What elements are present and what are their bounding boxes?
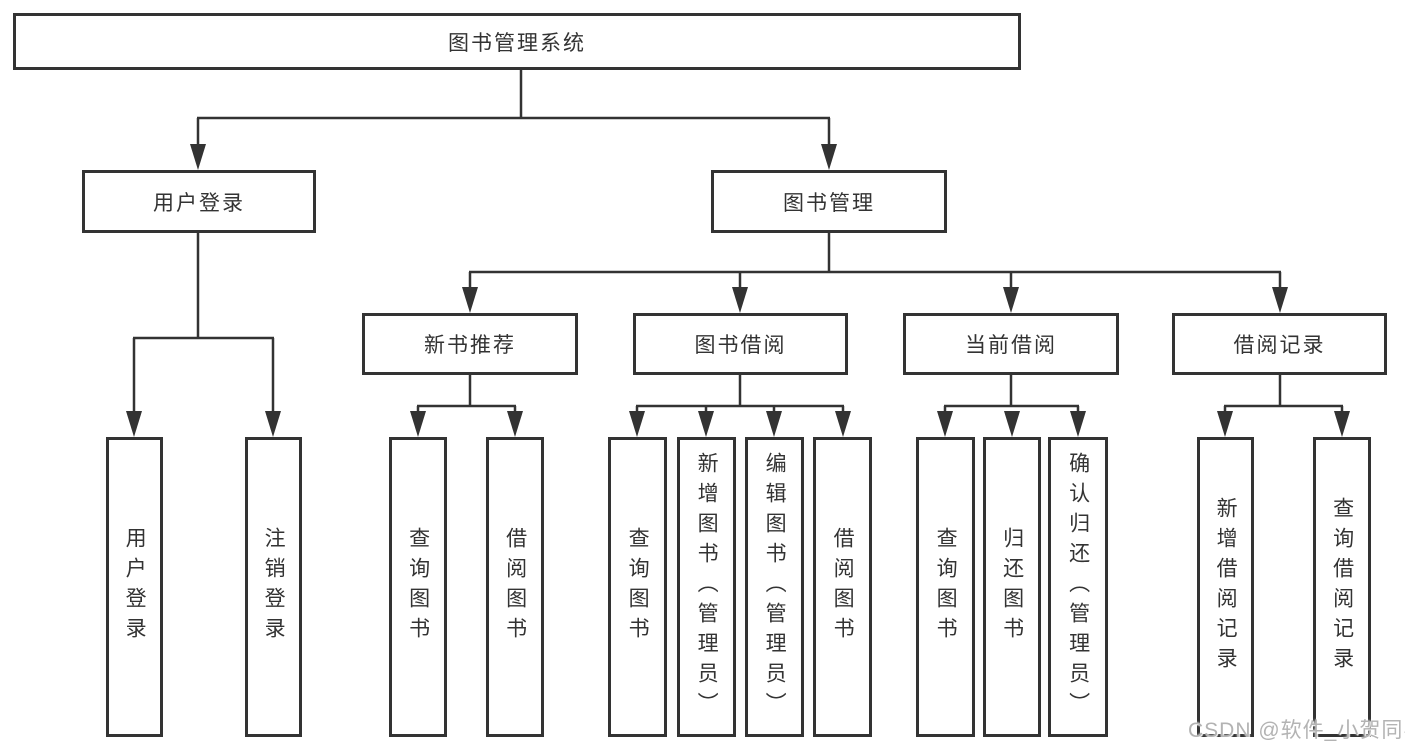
node-user-login-label: 用户登录 [153,191,245,215]
leaf-add-book-admin-label: 新增图书（管理员） [695,452,719,722]
leaf-borrow-book-recommend-label: 借阅图书 [503,527,527,647]
node-book-management-label: 图书管理 [783,191,875,215]
leaf-confirm-return-admin-label: 确认归还（管理员） [1066,452,1090,722]
leaf-query-book-borrow: 查询图书 [608,437,667,737]
leaf-confirm-return-admin: 确认归还（管理员） [1048,437,1108,737]
leaf-user-login-label: 用户登录 [123,527,147,647]
leaf-query-borrow-record: 查询借阅记录 [1313,437,1371,737]
leaf-query-book-current: 查询图书 [916,437,975,737]
leaf-query-book-recommend-label: 查询图书 [406,527,430,647]
leaf-return-book: 归还图书 [983,437,1041,737]
node-root-label: 图书管理系统 [448,31,586,55]
leaf-borrow-book: 借阅图书 [813,437,872,737]
leaf-user-login: 用户登录 [106,437,163,737]
node-borrow-records: 借阅记录 [1172,313,1387,375]
leaf-query-borrow-record-label: 查询借阅记录 [1330,497,1354,677]
node-current-borrow-label: 当前借阅 [965,334,1057,357]
node-book-borrow-label: 图书借阅 [694,334,787,357]
leaf-edit-book-admin: 编辑图书（管理员） [745,437,804,737]
leaf-add-borrow-record-label: 新增借阅记录 [1214,497,1238,677]
arrowheads [126,144,1350,437]
node-book-management: 图书管理 [711,170,947,233]
leaf-return-book-label: 归还图书 [1000,527,1024,647]
node-new-book-recommend: 新书推荐 [362,313,578,375]
node-current-borrow: 当前借阅 [903,313,1119,375]
csdn-watermark: CSDN @软件_小贺同学 [1188,719,1405,742]
leaf-add-borrow-record: 新增借阅记录 [1197,437,1254,737]
leaf-query-book-current-label: 查询图书 [934,527,958,647]
node-new-book-recommend-label: 新书推荐 [424,334,516,357]
node-root: 图书管理系统 [13,13,1021,70]
leaf-query-book-recommend: 查询图书 [389,437,447,737]
leaf-borrow-book-recommend: 借阅图书 [486,437,544,737]
leaf-query-book-borrow-label: 查询图书 [626,527,650,647]
leaf-logout-label: 注销登录 [262,527,286,647]
node-user-login: 用户登录 [82,170,316,233]
leaf-add-book-admin: 新增图书（管理员） [677,437,736,737]
leaf-edit-book-admin-label: 编辑图书（管理员） [763,452,787,722]
node-book-borrow: 图书借阅 [633,313,848,375]
leaf-logout: 注销登录 [245,437,302,737]
node-borrow-records-label: 借阅记录 [1233,334,1326,357]
leaf-borrow-book-label: 借阅图书 [831,527,855,647]
